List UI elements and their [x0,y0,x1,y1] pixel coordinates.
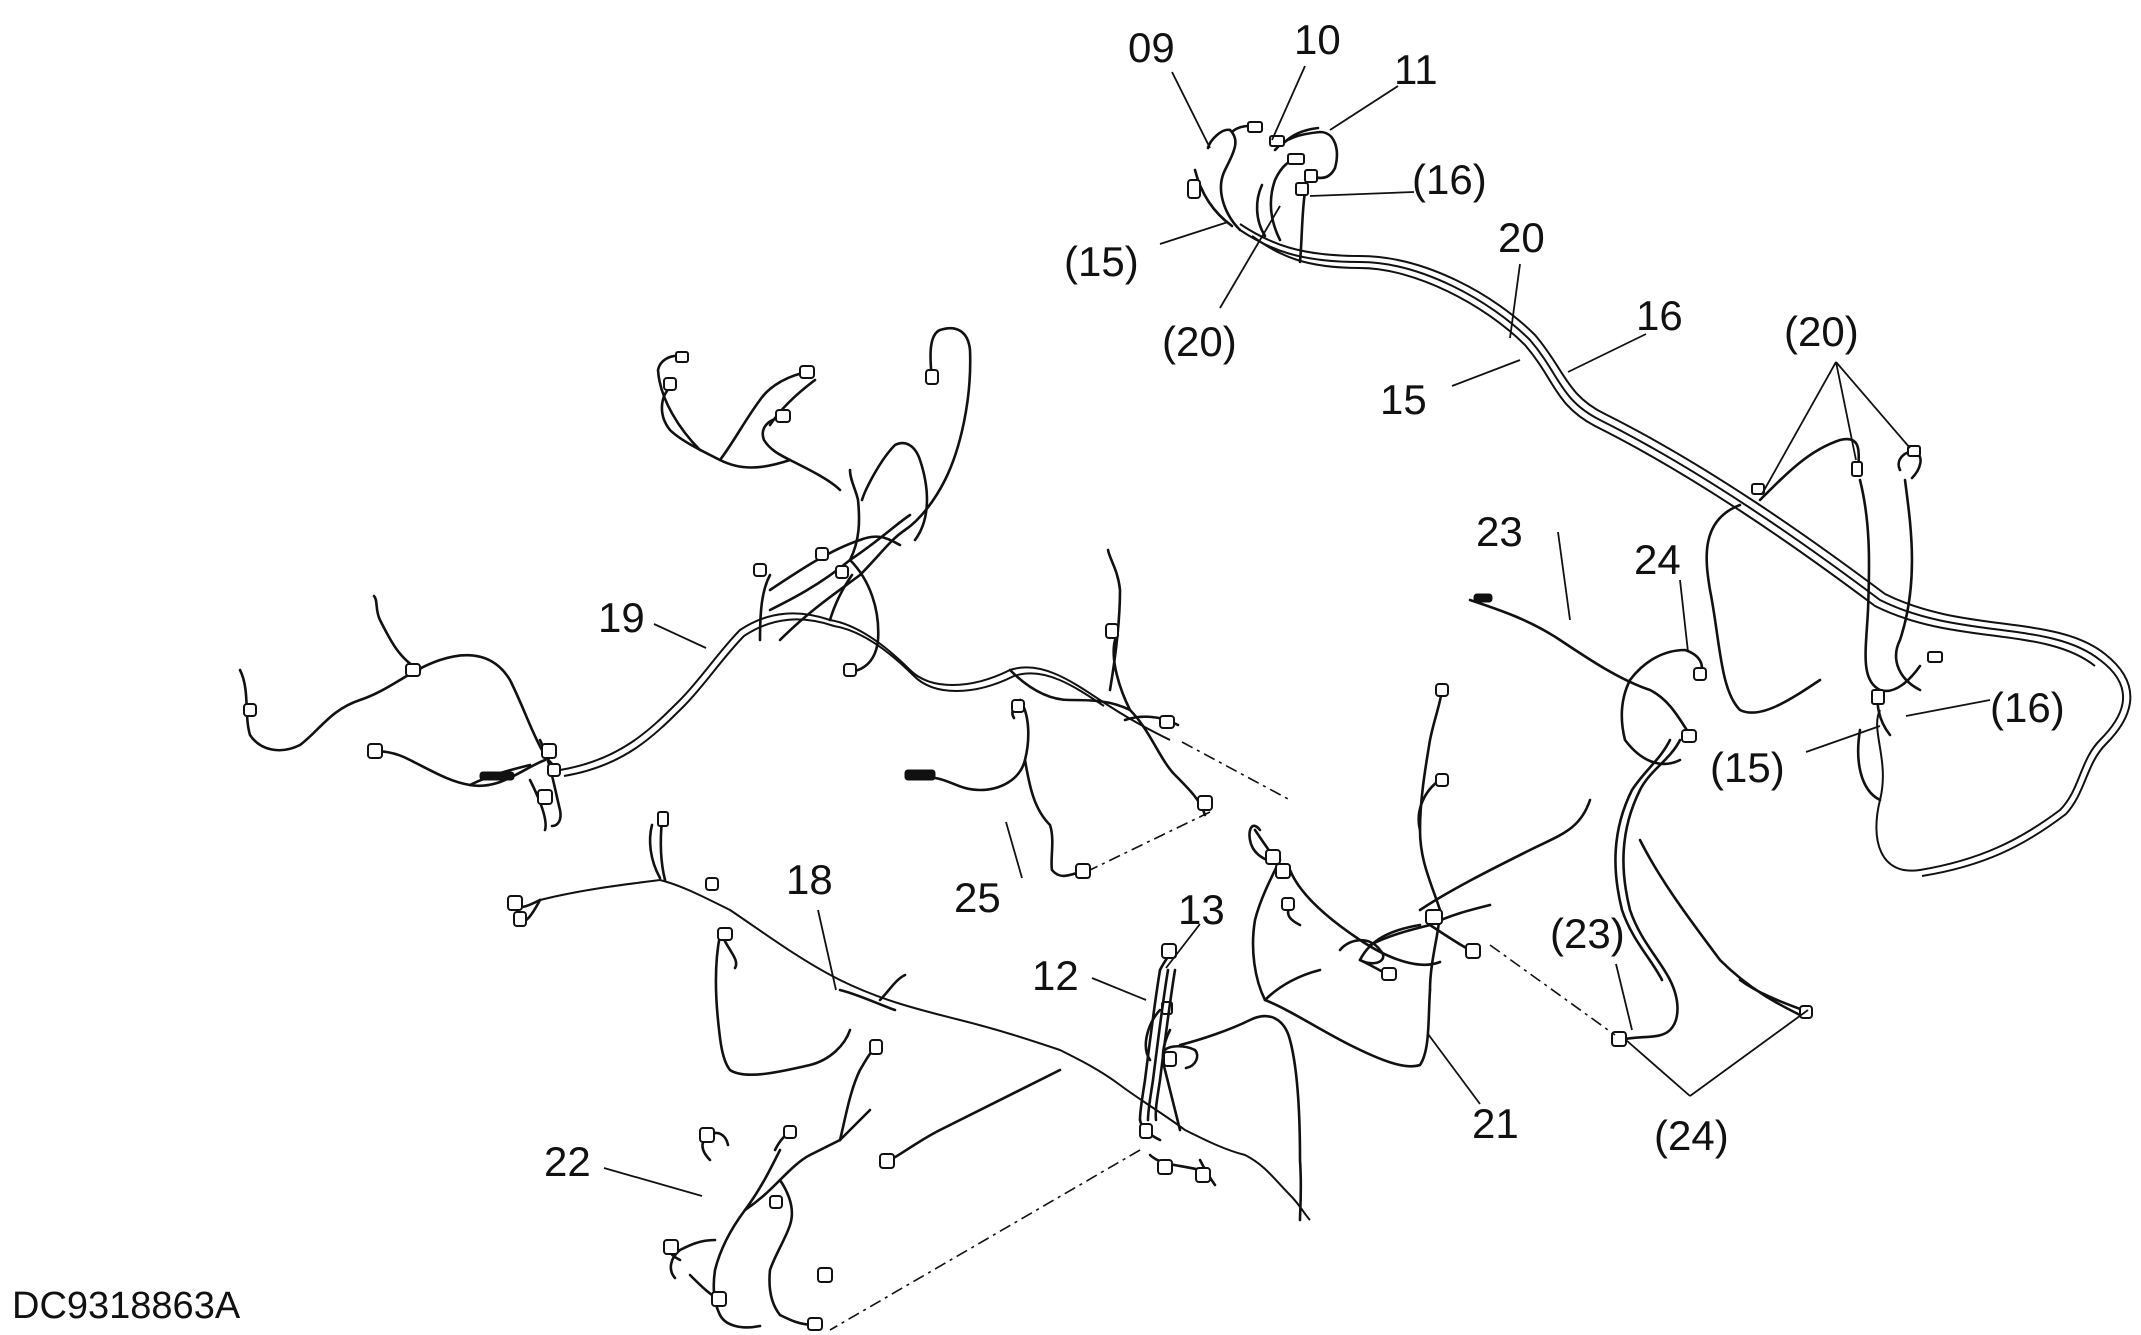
callout-16-ref-right: (16) [1990,684,2065,731]
connection-dashes [829,741,1616,1331]
callout-12: 12 [1032,952,1079,999]
callout-15-ref-top: (15) [1064,238,1139,285]
callout-22: 22 [544,1138,591,1185]
callout-15: 15 [1380,376,1427,423]
harness-19 [238,326,1213,832]
callout-20-ref-top: (20) [1162,318,1237,365]
callout-16-ref-top: (16) [1412,156,1487,203]
harness-22 [663,1039,883,1331]
harness-25 [904,698,1091,879]
callout-09: 09 [1128,24,1175,71]
callout-20: 20 [1498,214,1545,261]
callout-18: 18 [786,856,833,903]
connector-cluster-19-left [479,743,561,805]
callout-23: 23 [1476,508,1523,555]
leader-lines [603,65,1991,1197]
callout-24-ref: (24) [1654,1112,1729,1159]
callout-20-ref-right: (20) [1784,308,1859,355]
callout-16: 16 [1636,292,1683,339]
drawing-code: DC9318863A [12,1285,241,1327]
harness-12-13 [1138,943,1177,1142]
harness-18 [507,811,1311,1222]
callout-25: 25 [954,874,1001,921]
callout-11: 11 [1394,46,1438,93]
harness-21 [1248,683,1592,1068]
callout-labels: 09 10 11 (16) (15) (20) 20 16 15 (20) (1… [12,16,2065,1327]
callout-21: 21 [1472,1100,1519,1147]
harness-group-top-right [1187,121,2132,877]
callout-13: 13 [1178,886,1225,933]
callout-15-ref-right: (15) [1710,744,1785,791]
callout-10: 10 [1294,16,1341,63]
callout-19: 19 [598,594,645,641]
callout-24: 24 [1634,536,1681,583]
callout-23-ref: (23) [1550,910,1625,957]
harness-23-24 [1468,593,1813,1047]
